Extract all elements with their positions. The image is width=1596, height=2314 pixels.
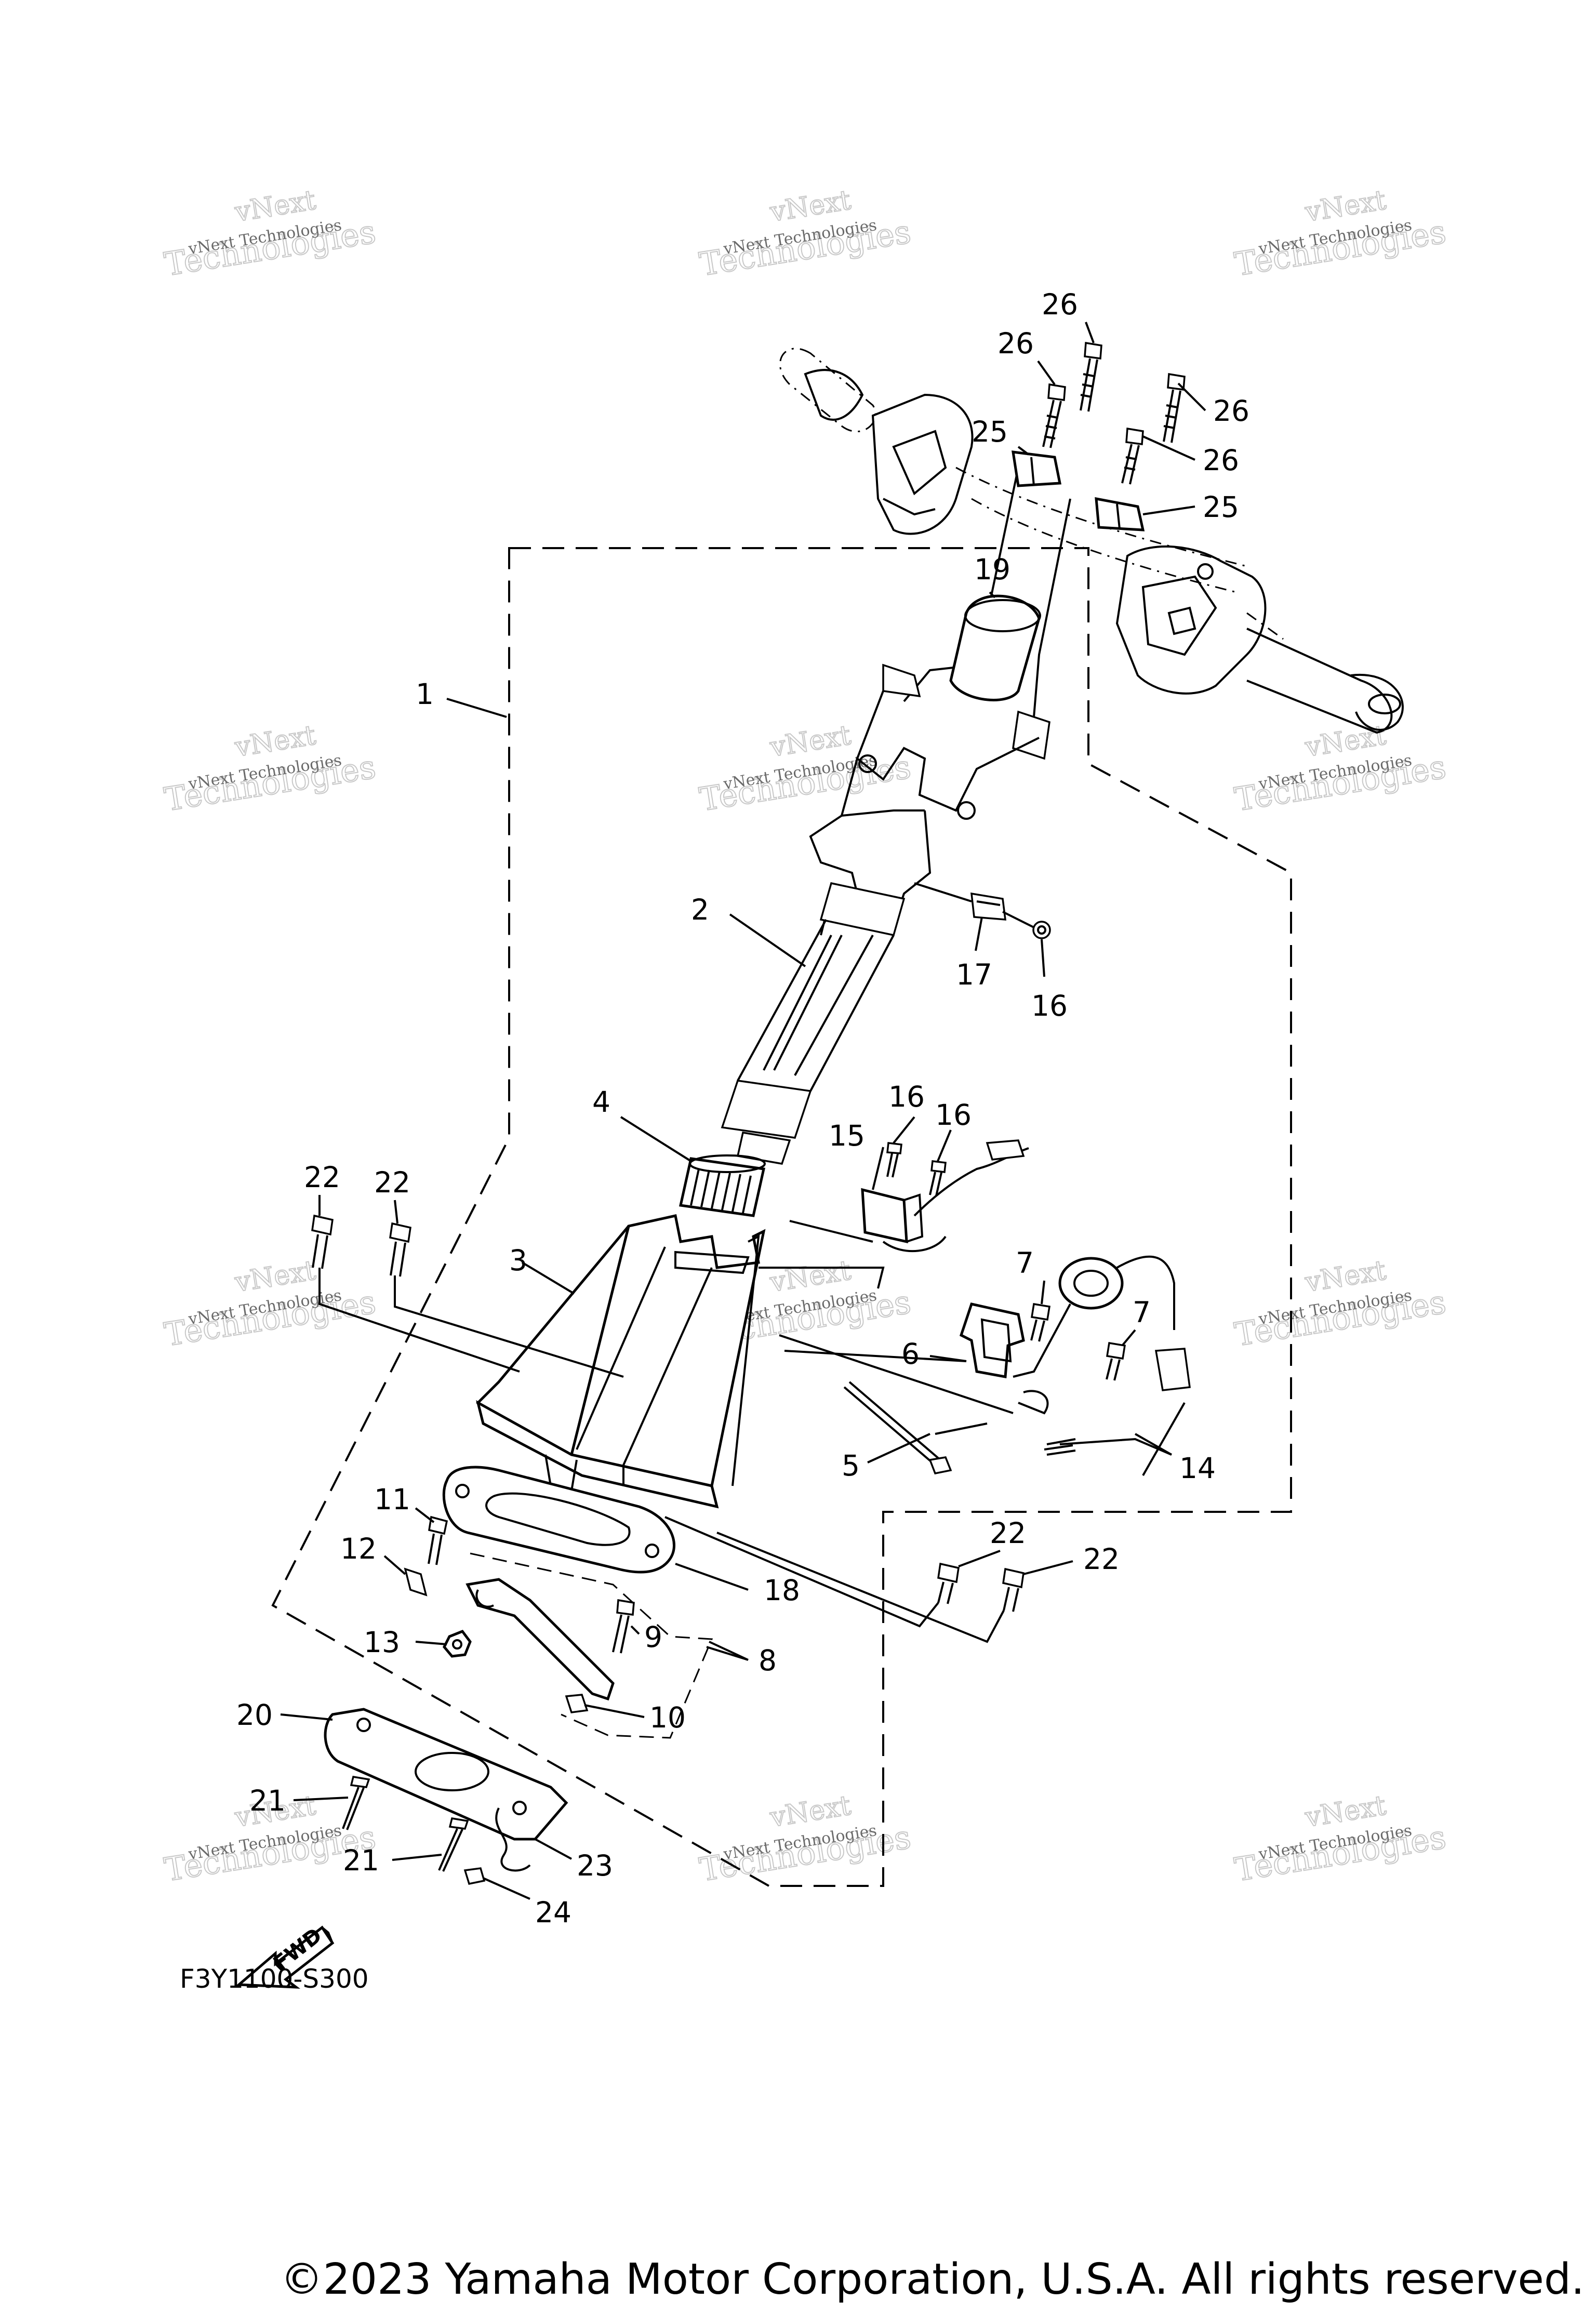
callout-1: 1 — [416, 677, 434, 711]
rivet-21-a — [342, 1776, 370, 1830]
grip-cover-19 — [949, 594, 1041, 701]
watermark: vNext Technologies vNext Technologies — [1231, 1254, 1449, 1354]
callout-22-a: 22 — [304, 1161, 340, 1194]
sensor-17 — [970, 892, 1007, 921]
callout-4: 4 — [592, 1085, 610, 1119]
bracket-group-boundary — [470, 1552, 713, 1739]
callout-22-b: 22 — [374, 1166, 410, 1199]
callout-16-a: 16 — [888, 1080, 925, 1113]
callout-16-c: 16 — [1031, 989, 1068, 1022]
callout-23: 23 — [577, 1849, 613, 1882]
callout-11: 11 — [374, 1483, 410, 1516]
watermark: vNext Technologies vNext Technologies — [696, 719, 914, 819]
gasket-18 — [442, 1466, 675, 1574]
screw-16-c — [929, 1160, 947, 1196]
callout-22-d: 22 — [1083, 1542, 1120, 1576]
holder-6 — [959, 1302, 1025, 1378]
bracket-8 — [466, 1578, 615, 1701]
callout-6: 6 — [901, 1337, 920, 1371]
nut-24 — [463, 1867, 486, 1885]
bolt-26-a — [1080, 341, 1102, 412]
switch-14 — [1013, 1255, 1191, 1456]
callout-24: 24 — [535, 1896, 571, 1929]
bolt-22-a — [311, 1214, 334, 1269]
watermark: vNext Technologies vNext Technologies — [1231, 184, 1449, 284]
watermark: vNext Technologies vNext Technologies — [1231, 1789, 1449, 1889]
callout-9: 9 — [644, 1620, 662, 1654]
plate-20 — [324, 1708, 568, 1841]
callout-15: 15 — [829, 1119, 865, 1152]
screw-16-a — [1032, 921, 1051, 939]
cable-tie-5 — [843, 1381, 952, 1475]
callout-12: 12 — [340, 1532, 377, 1565]
callout-22-c: 22 — [990, 1517, 1026, 1550]
watermark-grid: vNext Technologies vNext Technologies vN… — [161, 184, 1449, 1889]
bolt-9 — [612, 1599, 635, 1654]
callout-25-a: 25 — [972, 415, 1008, 448]
switch-15 — [861, 1139, 1029, 1253]
callout-21-a: 21 — [249, 1784, 286, 1817]
bolt-26-b — [1042, 383, 1066, 448]
bolt-7-a — [1030, 1302, 1051, 1342]
screw-16-b — [886, 1142, 902, 1178]
watermark: vNext Technologies vNext Technologies — [1231, 719, 1449, 819]
callout-5: 5 — [842, 1449, 860, 1482]
callout-18: 18 — [764, 1574, 800, 1607]
clamp-block-25-left — [1012, 450, 1062, 487]
callout-17: 17 — [956, 958, 992, 991]
bolt-7-b — [1106, 1341, 1126, 1381]
clamp-block-25-right — [1095, 497, 1145, 531]
nut-10 — [565, 1694, 589, 1713]
callouts: 1 2 3 4 5 6 7 7 8 9 10 11 12 13 14 15 16… — [236, 288, 1249, 1929]
callout-26-d: 26 — [1203, 444, 1239, 477]
callout-10: 10 — [649, 1701, 686, 1734]
bushing-4 — [679, 1154, 766, 1217]
callout-14: 14 — [1179, 1452, 1216, 1485]
callout-16-b: 16 — [935, 1098, 972, 1132]
callout-3: 3 — [509, 1244, 527, 1277]
leader-lines — [280, 322, 1206, 1900]
bolt-26-c — [1163, 373, 1186, 443]
callout-8: 8 — [759, 1644, 777, 1677]
bolt-26-d — [1121, 427, 1144, 485]
steering-column — [721, 467, 1071, 1165]
diagram-code: F3Y1100-S300 — [180, 1964, 369, 1994]
rivet-21-b — [438, 1817, 469, 1872]
watermark: vNext Technologies vNext Technologies — [161, 719, 379, 819]
callout-26-c: 26 — [1213, 394, 1249, 428]
callout-20: 20 — [236, 1698, 273, 1732]
callout-25-b: 25 — [1203, 490, 1239, 524]
nut-13 — [443, 1629, 472, 1658]
callout-2: 2 — [691, 893, 709, 926]
callout-19: 19 — [974, 553, 1010, 586]
watermark: vNext Technologies vNext Technologies — [696, 1789, 914, 1889]
assembly-boundary — [271, 547, 1292, 1887]
callout-7-a: 7 — [1016, 1246, 1034, 1280]
watermark: vNext Technologies vNext Technologies — [161, 1254, 379, 1354]
watermark: vNext Technologies vNext Technologies — [161, 184, 379, 284]
column-base-3 — [475, 1214, 766, 1509]
bolt-11 — [428, 1515, 448, 1565]
callout-21-b: 21 — [343, 1844, 379, 1877]
callout-13: 13 — [364, 1626, 400, 1659]
bolt-22-d — [1002, 1567, 1025, 1612]
handlebar-ghost — [779, 348, 1404, 734]
callout-7-b: 7 — [1133, 1296, 1151, 1329]
screw-slot — [732, 1234, 760, 1486]
bolt-22-c — [937, 1562, 960, 1604]
callout-26-a: 26 — [1042, 288, 1078, 321]
copyright-notice: ©2023 Yamaha Motor Corporation, U.S.A. A… — [280, 2255, 1585, 2304]
clip-12 — [404, 1567, 428, 1597]
cable-23 — [495, 1807, 531, 1872]
watermark: vNext Technologies vNext Technologies — [696, 184, 914, 284]
bolt-22-b — [389, 1222, 411, 1277]
callout-26-b: 26 — [998, 327, 1034, 360]
